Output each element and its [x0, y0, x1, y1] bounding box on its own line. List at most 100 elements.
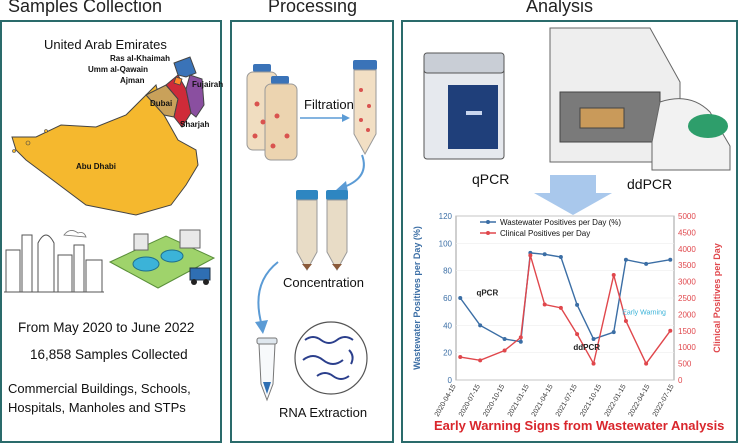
series-1-point	[668, 257, 673, 262]
y-left-tick-label: 40	[443, 321, 452, 330]
y-left-tick-label: 60	[443, 294, 452, 303]
label-fujairah: Fujairah	[192, 80, 224, 89]
label-dubai: Dubai	[150, 99, 173, 108]
y-right-tick-label: 3500	[678, 261, 696, 270]
y-right-tick-label: 5000	[678, 212, 696, 221]
qpcr-instrument	[423, 52, 505, 160]
series-1-point	[644, 261, 649, 266]
series-2-point	[542, 302, 547, 307]
y-right-tick-label: 2000	[678, 310, 696, 319]
fujairah-region	[185, 74, 205, 118]
x-tick-label: 2022-01-15	[604, 383, 628, 418]
arrow-right-icon	[300, 114, 350, 122]
series-1-point	[575, 302, 580, 307]
title-processing: Processing	[268, 0, 358, 16]
collection-period: From May 2020 to June 2022	[18, 320, 195, 335]
legend-marker-1	[486, 220, 490, 224]
country-label: United Arab Emirates	[44, 37, 167, 52]
y-left-tick-label: 80	[443, 267, 452, 276]
legend-label-1: Wastewater Positives per Day (%)	[500, 218, 621, 227]
series-1-point	[623, 257, 628, 262]
y-right-tick-label: 1500	[678, 327, 696, 336]
y-right-tick-label: 1000	[678, 343, 696, 352]
series-2-point	[478, 358, 483, 363]
uae-map	[11, 56, 205, 216]
samples-count: 16,858 Samples Collected	[30, 347, 188, 362]
x-tick-label: 2020-07-15	[458, 383, 482, 418]
x-tick-label: 2021-10-15	[579, 383, 603, 418]
label-umm-al-qawain: Umm al-Qawain	[88, 65, 149, 74]
y-left-tick-label: 0	[448, 376, 453, 385]
abu-dhabi-region	[11, 84, 199, 216]
series-1-point	[542, 252, 547, 257]
y-right-tick-label: 4000	[678, 245, 696, 254]
y-left-axis-label: Wastewater Positives per Day (%)	[412, 226, 422, 370]
sharjah-region	[165, 74, 192, 128]
y-right-tick-label: 3000	[678, 278, 696, 287]
sites-line-1: Commercial Buildings, Schools,	[8, 381, 191, 396]
series-1-point	[611, 330, 616, 335]
series-2-point	[528, 253, 533, 258]
annotation-early-warning: Early Warning	[622, 309, 666, 316]
series-2-point	[668, 328, 673, 333]
chart-caption: Early Warning Signs from Wastewater Anal…	[434, 418, 725, 433]
legend-label-2: Clinical Positives per Day	[500, 229, 590, 238]
series-2-point	[458, 355, 463, 360]
city-buildings-illustration	[4, 230, 104, 293]
early-warning-chart: 0 20 40 60 80 100 120 0 500 1000 1500 2000 2500 3000 3…	[412, 212, 722, 418]
x-tick-label: 2020-04-15	[434, 383, 458, 418]
series-2-point	[591, 361, 596, 366]
x-tick-label: 2020-10-15	[482, 383, 506, 418]
series-1-point	[502, 337, 507, 341]
y-left-tick-label: 120	[439, 212, 453, 221]
rna-tube-icon	[256, 337, 278, 402]
y-right-tick-label: 0	[678, 376, 683, 385]
sample-bottles-icon	[246, 64, 298, 161]
step-filtration-label: Filtration	[304, 97, 354, 112]
series-2-point	[611, 273, 616, 278]
treatment-plant-illustration	[108, 229, 216, 289]
title-analysis: Analysis	[526, 0, 594, 16]
label-ras-al-khaimah: Ras al-Khaimah	[110, 54, 171, 63]
series-1-point	[558, 255, 563, 259]
x-tick-label: 2021-07-15	[555, 383, 579, 418]
y-right-tick-label: 500	[678, 360, 692, 369]
rna-strands-magnifier	[294, 321, 368, 395]
label-sharjah: Sharjah	[180, 120, 210, 129]
y-right-tick-label: 2500	[678, 294, 696, 303]
instrument-qpcr-label: qPCR	[472, 171, 510, 187]
series-2-point	[502, 348, 507, 353]
arrow-down-icon	[534, 175, 612, 215]
y-right-axis-label: Clinical Positives per Day	[712, 243, 722, 353]
label-ajman: Ajman	[120, 76, 145, 85]
y-left-tick-label: 100	[439, 239, 453, 248]
series-2-point	[518, 335, 523, 340]
step-concentration-label: Concentration	[283, 275, 364, 290]
filtration-tube-icon	[353, 60, 377, 156]
title-samples-collection: Samples Collection	[8, 0, 163, 16]
series-2-point	[575, 332, 580, 337]
step-rna-extraction-label: RNA Extraction	[279, 405, 368, 420]
curved-arrow-down-left-icon	[255, 261, 279, 334]
ddpcr-instrument	[549, 27, 731, 171]
x-tick-label: 2022-07-15	[652, 383, 676, 418]
x-tick-label: 2022-04-15	[628, 383, 652, 418]
instrument-ddpcr-label: ddPCR	[627, 176, 673, 192]
y-right-tick-label: 4500	[678, 228, 696, 237]
sites-line-2: Hospitals, Manholes and STPs	[8, 400, 186, 415]
series-2-point	[644, 361, 649, 366]
y-left-tick-label: 20	[443, 349, 452, 358]
ajman-region	[173, 76, 183, 86]
label-abu-dhabi: Abu Dhabi	[76, 162, 116, 171]
curved-arrow-down-icon	[336, 154, 365, 192]
series-1-point	[478, 323, 483, 328]
ras-al-khaimah-region	[173, 56, 197, 78]
concentration-tubes-icon	[296, 190, 348, 272]
series-1-point	[591, 337, 596, 341]
series-1-point	[518, 339, 523, 344]
series-2-point	[558, 305, 563, 310]
series-1-point	[458, 296, 463, 300]
legend-marker-2	[486, 231, 490, 235]
annotation-qpcr: qPCR	[476, 288, 498, 297]
x-tick-label: 2021-04-15	[531, 383, 555, 418]
